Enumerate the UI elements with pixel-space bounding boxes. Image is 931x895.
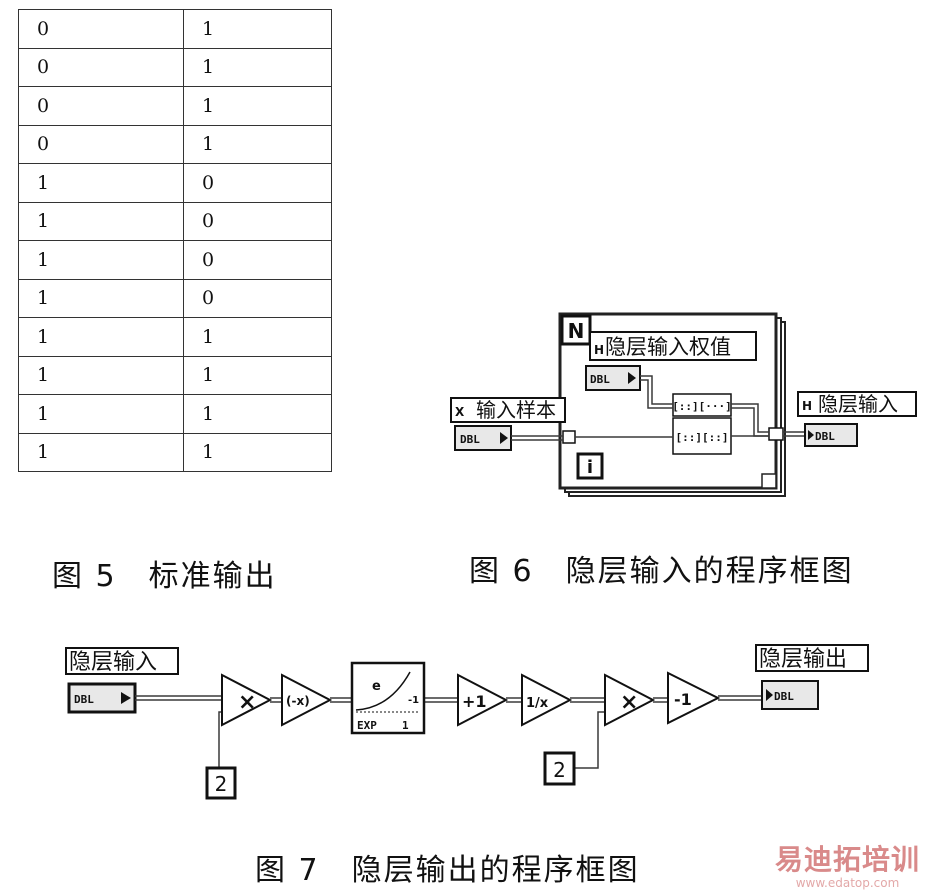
iteration-text: i	[587, 457, 593, 478]
table-cell: 1	[18, 201, 184, 241]
table-cell: 1	[183, 432, 332, 472]
watermark: 易迪拓培训 www.edatop.com	[775, 838, 920, 890]
matrix-sum-icon: [::][::]	[676, 431, 729, 444]
iteration-terminal[interactable]	[576, 452, 604, 480]
table-cell: 1	[18, 163, 184, 203]
figure-7-caption: 图 7 隐层输出的程序框图	[255, 853, 640, 888]
matrix-multiply-icon: [::][···]	[672, 400, 732, 413]
weights-label-box	[589, 331, 757, 361]
table-cell: 1	[183, 86, 332, 126]
table-cell: 0	[183, 163, 332, 203]
weights-arrow-icon	[628, 372, 636, 384]
input-indexing-tunnel[interactable]	[562, 430, 576, 444]
table-cell: 0	[183, 201, 332, 241]
weights-dbl-text: DBL	[590, 373, 610, 386]
table-cell: 0	[183, 240, 332, 280]
table-cell: 0	[18, 124, 184, 164]
table-cell: 1	[183, 47, 332, 87]
matrix-multiply-node[interactable]	[672, 393, 732, 417]
input-sample-label: 输入样本	[476, 398, 556, 422]
hidden-input-output-label-box	[797, 391, 917, 417]
table-cell: 0	[183, 278, 332, 318]
table-cell: 1	[18, 240, 184, 280]
table-cell: 1	[183, 9, 332, 49]
loop-resize-corner	[761, 473, 777, 489]
input-sample-prefix: X	[455, 405, 465, 419]
loop-count-text: N	[568, 319, 585, 343]
watermark-url: www.edatop.com	[795, 876, 900, 890]
hidden-input-indicator-arrow-icon	[808, 430, 814, 440]
fig6-wires	[511, 375, 805, 441]
hidden-input-indicator[interactable]	[804, 423, 858, 447]
table-cell: 1	[18, 394, 184, 434]
hidden-input-output-label: 隐层输入	[818, 392, 898, 416]
table-cell: 1	[183, 355, 332, 395]
input-sample-dbl-text: DBL	[460, 433, 480, 446]
weights-label: 隐层输入权值	[605, 335, 731, 359]
input-sample-label-box	[450, 397, 566, 423]
table-cell: 1	[18, 278, 184, 318]
watermark-name: 易迪拓培训	[775, 843, 921, 876]
hidden-input-output-prefix: H	[802, 399, 812, 413]
input-sample-arrow-icon	[500, 432, 508, 444]
table-cell: 0	[18, 9, 184, 49]
weights-prefix: H	[594, 343, 604, 357]
figure-5-caption: 图 5 标准输出	[52, 559, 277, 594]
table-cell: 1	[183, 124, 332, 164]
hidden-input-indicator-dbl-text: DBL	[815, 430, 835, 443]
table-cell: 1	[18, 317, 184, 357]
matrix-sum-node[interactable]	[672, 417, 732, 455]
figure-6-caption: 图 6 隐层输入的程序框图	[469, 554, 854, 589]
output-indexing-tunnel[interactable]	[768, 427, 784, 441]
loop-count-terminal[interactable]	[560, 314, 592, 346]
